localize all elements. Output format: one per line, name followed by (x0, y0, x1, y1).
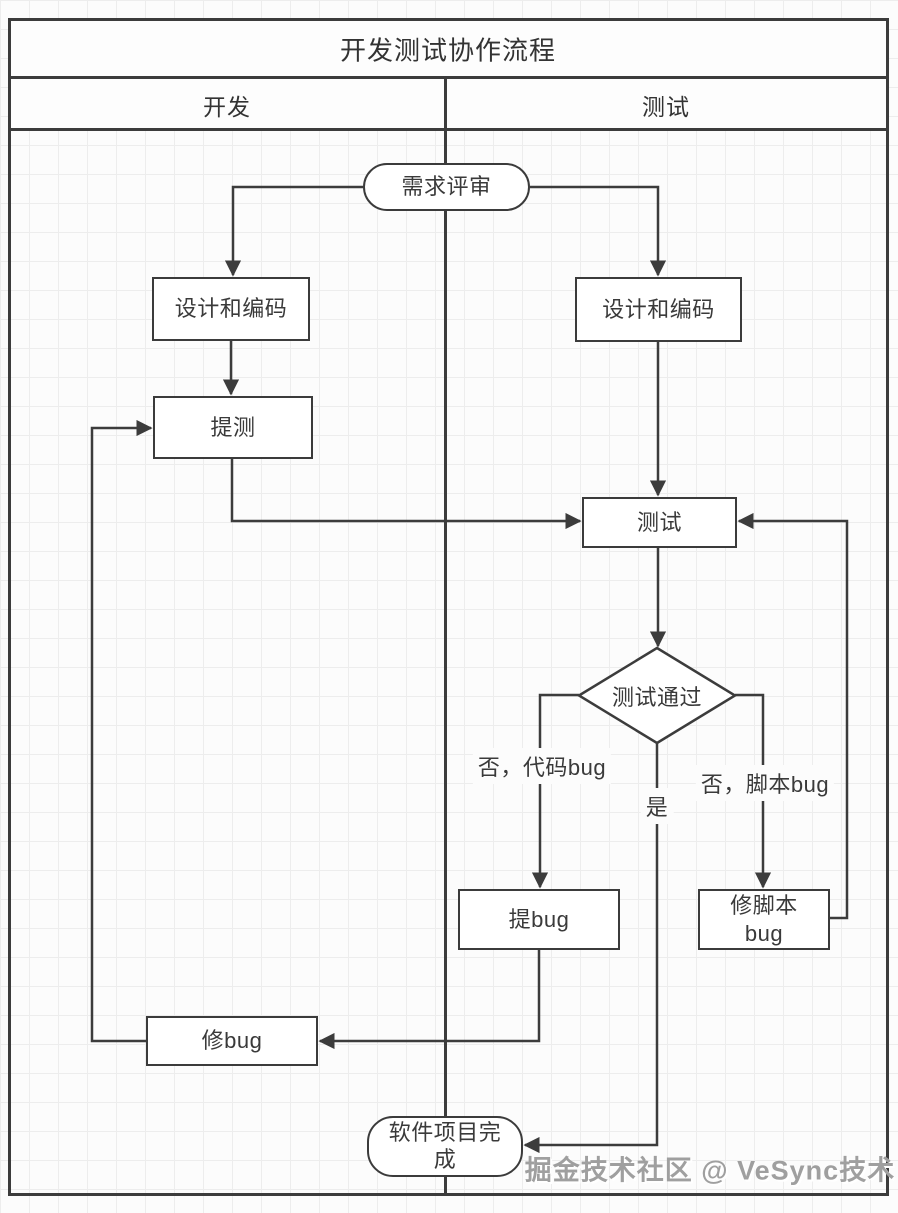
lane-label-test: 测试 (642, 94, 690, 120)
title-row (11, 21, 886, 79)
edge-fix-bug-to-submit-test (90, 419, 153, 1043)
edge-submit-test-to-test (230, 459, 582, 530)
lane-label-dev: 开发 (203, 94, 251, 120)
lane-divider (443, 79, 447, 1193)
node-fix-script-bug: 修脚本bug (698, 889, 830, 950)
edge-req-to-design-test (530, 185, 667, 277)
node-fix-bug: 修bug (146, 1016, 318, 1066)
edge-fix-script-to-test (737, 512, 849, 920)
node-design-coding-dev: 设计和编码 (152, 277, 310, 341)
lane-header-row (11, 79, 886, 131)
decision-diamond-shape (576, 646, 738, 745)
edge-label-no-script-bug: 否，脚本bug (695, 765, 835, 801)
edge-label-no-code-bug: 否，代码bug (472, 748, 612, 784)
node-decision-test-passed: 测试通过 (611, 685, 703, 710)
watermark: 掘金技术社区 @ VeSync技术 (524, 1155, 896, 1186)
node-design-coding-test: 设计和编码 (575, 277, 742, 342)
edge-decision-to-submit-bug (531, 693, 579, 889)
node-submit-for-test: 提测 (153, 396, 313, 459)
edge-decision-to-fix-script (735, 693, 772, 889)
node-project-complete: 软件项目完成 (367, 1116, 523, 1177)
edge-req-to-design-dev (224, 185, 363, 277)
node-test: 测试 (582, 497, 737, 548)
edge-decision-to-complete (523, 743, 659, 1154)
node-requirements-review: 需求评审 (363, 163, 530, 211)
edge-submit-bug-to-fix-bug (318, 950, 541, 1050)
diagram-title: 开发测试协作流程 (339, 35, 557, 66)
node-submit-bug: 提bug (458, 889, 620, 950)
edge-label-yes: 是 (640, 788, 674, 824)
